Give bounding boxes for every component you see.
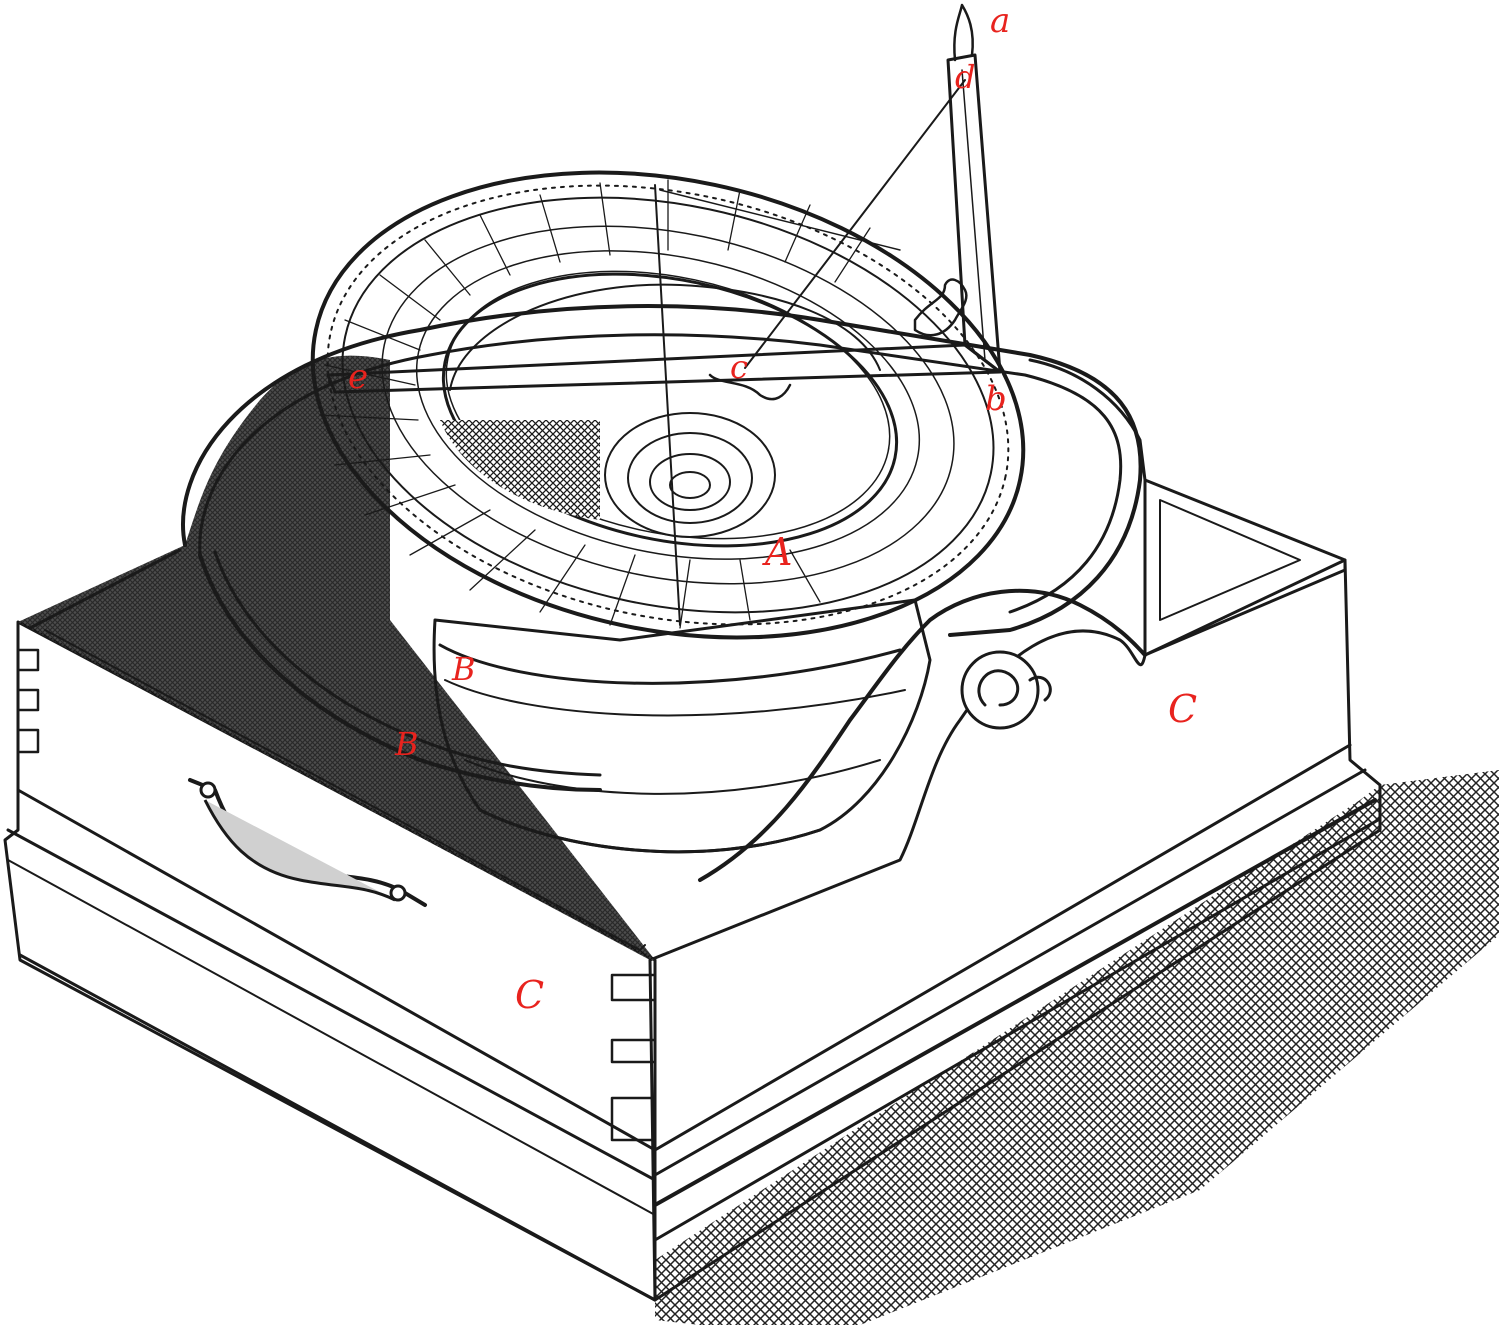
ground-shadow [655, 770, 1499, 1325]
labels: a d e c b A B B C C [348, 1, 1197, 1017]
compass-drum [432, 588, 1147, 882]
box-cavity [18, 355, 1347, 960]
label-b: b [985, 379, 1007, 419]
scroll-ornament-icon [960, 650, 1052, 730]
label-B-upper: B [451, 650, 476, 688]
drawer-handle-icon [188, 778, 427, 907]
label-e: e [348, 357, 368, 397]
label-A: A [762, 530, 792, 574]
alidade [326, 3, 1002, 401]
label-C-front: C [515, 973, 544, 1017]
horizon-ring [181, 304, 1143, 792]
label-d: d [955, 58, 975, 96]
label-a: a [990, 1, 1010, 41]
compass-rose [604, 412, 776, 538]
compass-plate [310, 170, 1026, 640]
label-C-side: C [1168, 687, 1197, 731]
box-side-panel [648, 558, 1382, 1302]
label-B-lower: B [394, 725, 419, 763]
label-c: c [730, 348, 748, 386]
